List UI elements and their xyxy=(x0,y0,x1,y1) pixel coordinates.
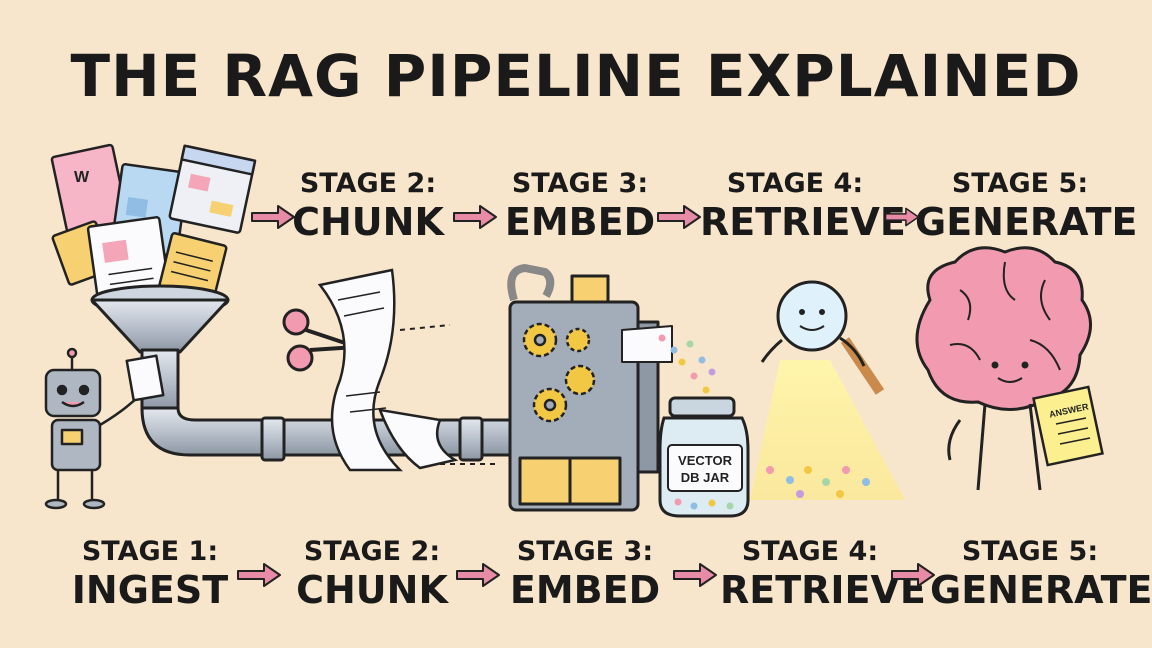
stage-name: EMBED xyxy=(504,200,656,244)
stage-name: GENERATE xyxy=(930,568,1152,612)
magnifier-icon xyxy=(760,280,885,395)
stage-name: RETRIEVE xyxy=(720,568,926,612)
arrow-icon xyxy=(891,563,935,587)
stage-name: CHUNK xyxy=(292,200,444,244)
arrow-icon xyxy=(456,563,500,587)
pipe-icon xyxy=(140,406,512,462)
stage-name: EMBED xyxy=(509,568,661,612)
stage-name: GENERATE xyxy=(915,200,1138,244)
stage-number: STAGE 3: xyxy=(516,536,654,567)
top-stage-generate: STAGE 5: GENERATE xyxy=(915,168,1138,244)
jar-label-line2: DB JAR xyxy=(681,470,730,485)
arrow-icon xyxy=(673,563,717,587)
top-stage-embed: STAGE 3: EMBED xyxy=(500,170,660,241)
top-stage-retrieve: STAGE 4: RETRIEVE xyxy=(700,168,906,244)
bottom-stage-embed: STAGE 3: EMBED xyxy=(505,538,665,609)
bottom-stage-chunk: STAGE 2: CHUNK xyxy=(292,538,452,609)
top-stage-chunk: STAGE 2: CHUNK xyxy=(288,170,448,241)
paper-strip-icon xyxy=(317,268,500,472)
stage-number: STAGE 1: xyxy=(81,536,219,567)
gear-icon xyxy=(522,322,596,423)
jar-icon xyxy=(658,396,750,518)
embedding-dots xyxy=(658,334,716,394)
retrieved-dots xyxy=(766,466,870,498)
brain-icon xyxy=(915,246,1092,491)
answer-document-icon xyxy=(1032,385,1104,467)
jar-label-line1: VECTOR xyxy=(678,453,733,468)
stage-number: STAGE 3: xyxy=(511,168,649,199)
stage-name: RETRIEVE xyxy=(700,200,906,244)
bottom-stage-generate: STAGE 5: GENERATE xyxy=(930,536,1152,612)
arrow-icon xyxy=(237,563,281,587)
bottom-stage-retrieve: STAGE 4: RETRIEVE xyxy=(720,536,926,612)
light-beam xyxy=(750,360,905,500)
stage-name: CHUNK xyxy=(296,568,448,612)
arrow-icon xyxy=(453,205,497,229)
arrow-icon xyxy=(884,207,920,227)
doc-letter: W xyxy=(74,169,90,186)
stage-number: STAGE 4: xyxy=(741,536,879,567)
bottom-stage-ingest: STAGE 1: INGEST xyxy=(65,538,235,609)
stage-number: STAGE 5: xyxy=(961,536,1099,567)
arrow-icon xyxy=(251,205,295,229)
arrow-icon xyxy=(657,205,701,229)
stage-name: INGEST xyxy=(71,568,229,612)
stage-number: STAGE 5: xyxy=(951,168,1089,199)
page-title: THE RAG PIPELINE EXPLAINED xyxy=(70,42,1082,110)
stage-number: STAGE 2: xyxy=(303,536,441,567)
stage-number: STAGE 2: xyxy=(299,168,437,199)
robot-icon xyxy=(44,347,165,510)
stage-number: STAGE 4: xyxy=(726,168,864,199)
